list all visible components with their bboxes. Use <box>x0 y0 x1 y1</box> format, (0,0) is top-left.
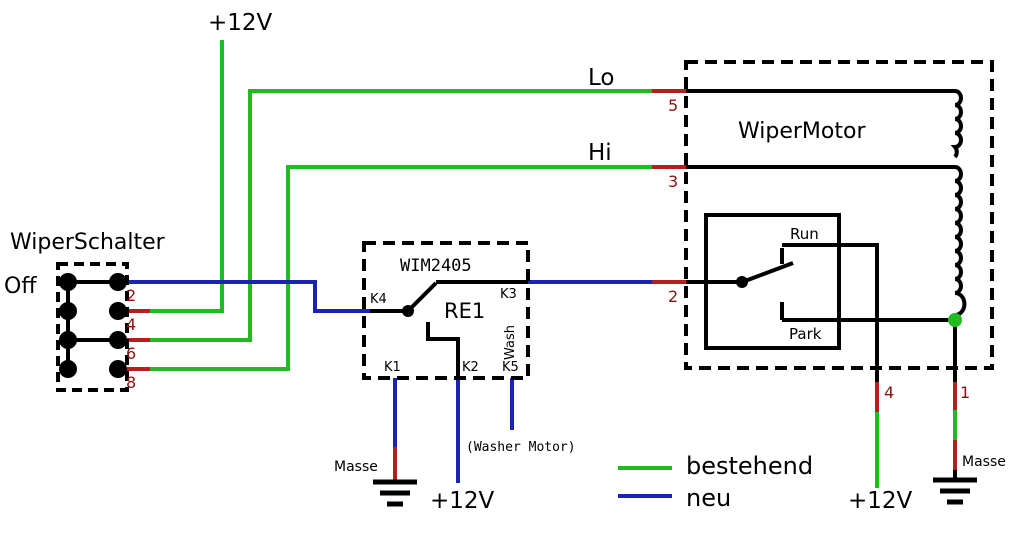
switch-pin-4: 4 <box>126 315 136 334</box>
motor-junction-dot <box>948 313 962 327</box>
label-plus12-relay: +12V <box>430 488 495 514</box>
motor-pin-2: 2 <box>668 287 678 306</box>
park-run-label: Run <box>790 225 819 243</box>
relay-title: WIM2405 <box>400 256 472 276</box>
motor-pin-3: 3 <box>668 172 678 191</box>
black-wiring <box>370 89 957 382</box>
existing-wires <box>127 40 957 488</box>
relay-k3: K3 <box>500 287 517 302</box>
wire-lo <box>127 89 652 342</box>
park-switch-pivot <box>736 276 748 288</box>
motor-pin-5: 5 <box>668 96 678 115</box>
motor-pin-1: 1 <box>960 383 970 402</box>
ground-symbol-motor <box>933 477 977 505</box>
switch-pin-2: 2 <box>126 286 136 305</box>
wire-12v-to-pin-4 <box>127 40 224 313</box>
switch-pin-8: 8 <box>126 373 136 392</box>
park-park-label: Park <box>789 325 822 343</box>
wire-hi <box>127 165 652 371</box>
motor-pin-4: 4 <box>884 383 894 402</box>
label-masse-relay: Masse <box>334 459 378 475</box>
park-switch-box <box>704 213 841 350</box>
relay-wash-label: Wash <box>503 325 518 360</box>
label-plus12-top: +12V <box>208 10 273 36</box>
label-lo: Lo <box>588 65 614 91</box>
switch-title: WiperSchalter <box>10 230 166 255</box>
relay-box <box>362 241 530 380</box>
motor-winding <box>950 89 967 317</box>
relay-name: RE1 <box>444 299 485 323</box>
wire-off-to-k4 <box>127 280 370 313</box>
label-washer-motor: (Washer Motor) <box>466 440 576 455</box>
legend-new-label: neu <box>686 484 731 512</box>
new-wires <box>127 280 652 483</box>
switch-pin-6: 6 <box>126 344 136 363</box>
label-hi: Hi <box>588 140 612 166</box>
relay-pivot <box>402 305 414 317</box>
pin-stubs <box>127 89 957 480</box>
relay-k1: K1 <box>384 360 401 375</box>
switch-off-label: Off <box>4 274 37 299</box>
motor-box <box>684 60 994 370</box>
legend-existing-label: bestehend <box>686 452 813 480</box>
motor-title: WiperMotor <box>738 119 866 144</box>
switch-contacts <box>59 273 127 378</box>
relay-k5: K5 <box>502 360 519 375</box>
label-masse-motor: Masse <box>962 454 1006 470</box>
relay-k2: K2 <box>462 360 479 375</box>
label-plus12-motor: +12V <box>848 488 913 514</box>
switch-box <box>56 262 129 392</box>
relay-k4: K4 <box>370 292 387 307</box>
ground-symbol-relay <box>373 479 417 507</box>
